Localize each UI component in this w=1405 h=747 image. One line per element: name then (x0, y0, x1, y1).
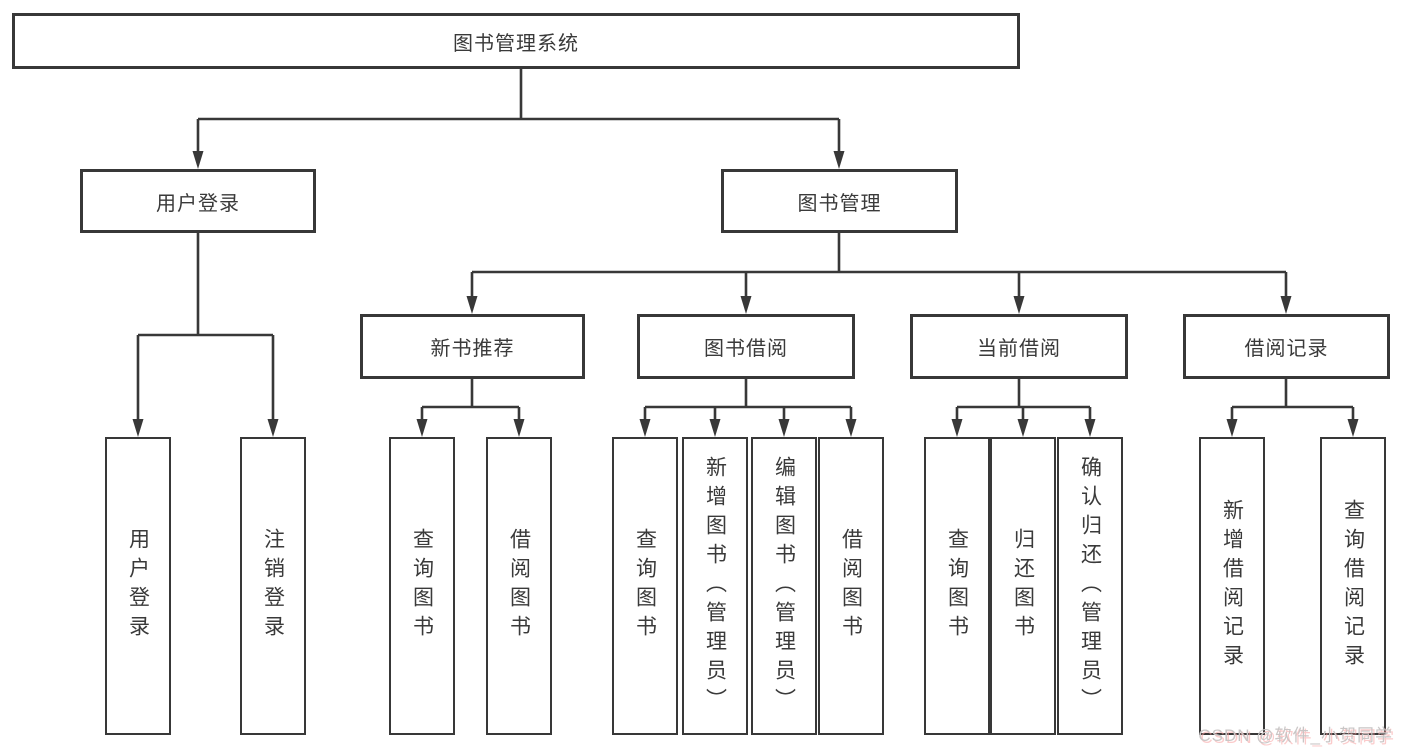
node-borrowing-records-label: 借阅记录 (1244, 338, 1329, 360)
node-user-login-label: 用户登录 (156, 192, 240, 215)
leaf-return-books-label: 归还图书 (1011, 528, 1035, 644)
leaf-query-borrow-record: 查询借阅记录 (1320, 437, 1386, 735)
leaf-query-books-current: 查询图书 (924, 437, 990, 735)
node-book-borrowing: 图书借阅 (637, 314, 855, 379)
node-new-book-recommend-label: 新书推荐 (430, 338, 515, 360)
leaf-confirm-return-admin-label: 确认归还（管理员） (1078, 455, 1102, 717)
leaf-borrow-books-recommend: 借阅图书 (486, 437, 552, 735)
leaf-query-books-borrowing-label: 查询图书 (633, 528, 657, 644)
leaf-user-login: 用户登录 (105, 437, 171, 735)
leaf-add-borrow-record-label: 新增借阅记录 (1220, 499, 1244, 673)
leaf-logout: 注销登录 (240, 437, 306, 735)
leaf-edit-books-admin: 编辑图书（管理员） (751, 437, 817, 735)
node-borrowing-records: 借阅记录 (1183, 314, 1390, 379)
node-book-borrowing-label: 图书借阅 (704, 338, 788, 360)
leaf-edit-books-admin-label: 编辑图书（管理员） (772, 455, 796, 717)
leaf-borrow-books-label: 借阅图书 (839, 528, 863, 644)
leaf-query-books-current-label: 查询图书 (945, 528, 969, 644)
leaf-confirm-return-admin: 确认归还（管理员） (1057, 437, 1123, 735)
leaf-query-books-recommend-label: 查询图书 (410, 528, 434, 644)
leaf-user-login-label: 用户登录 (126, 528, 150, 644)
node-book-management-label: 图书管理 (797, 192, 882, 215)
node-root: 图书管理系统 (12, 13, 1020, 69)
leaf-add-borrow-record: 新增借阅记录 (1199, 437, 1265, 735)
leaf-query-books-recommend: 查询图书 (389, 437, 455, 735)
leaf-query-books-borrowing: 查询图书 (612, 437, 678, 735)
leaf-return-books: 归还图书 (990, 437, 1056, 735)
connector-paths (136, 69, 1355, 421)
watermark: CSDN @软件_小贺同学 (1198, 726, 1393, 745)
node-current-borrowing: 当前借阅 (910, 314, 1128, 379)
node-new-book-recommend: 新书推荐 (360, 314, 585, 379)
leaf-add-books-admin-label: 新增图书（管理员） (703, 455, 727, 717)
node-root-label: 图书管理系统 (453, 32, 579, 55)
leaf-logout-label: 注销登录 (261, 528, 285, 644)
node-current-borrowing-label: 当前借阅 (977, 338, 1061, 360)
leaf-add-books-admin: 新增图书（管理员） (682, 437, 748, 735)
leaf-borrow-books: 借阅图书 (818, 437, 884, 735)
leaf-query-borrow-record-label: 查询借阅记录 (1341, 499, 1365, 673)
leaf-borrow-books-recommend-label: 借阅图书 (507, 528, 531, 644)
node-user-login: 用户登录 (80, 169, 316, 233)
node-book-management: 图书管理 (721, 169, 958, 233)
